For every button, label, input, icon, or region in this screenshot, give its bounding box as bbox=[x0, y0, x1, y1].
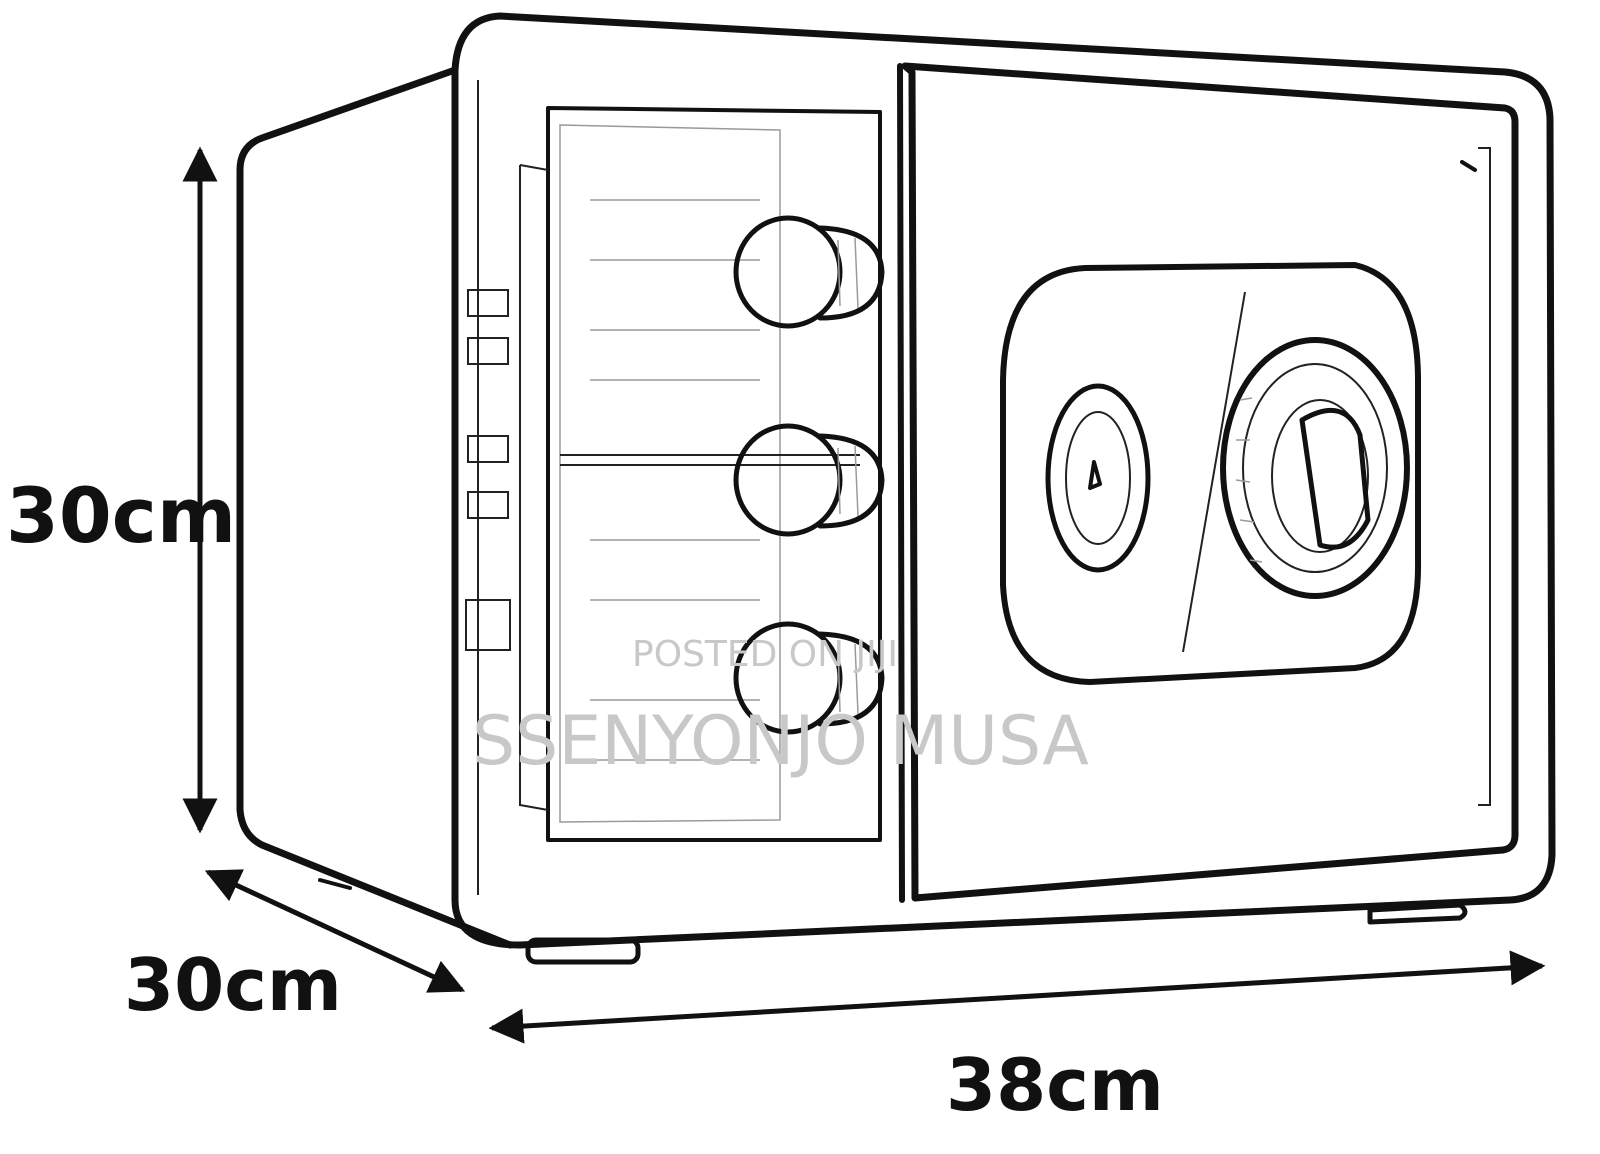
locking-bolt-middle bbox=[733, 423, 885, 537]
safe-body bbox=[236, 12, 1556, 965]
width-label: 38cm bbox=[946, 1043, 1164, 1127]
interior-cavity bbox=[519, 106, 882, 842]
watermark-posted-on: POSTED ON JIJI bbox=[632, 634, 898, 675]
key-lock-icon bbox=[1045, 383, 1151, 573]
hinge-strip bbox=[465, 289, 511, 651]
combination-dial-icon bbox=[1220, 337, 1410, 599]
lock-panel bbox=[1000, 262, 1422, 685]
width-arrow bbox=[488, 950, 1546, 1044]
watermark-seller-name: SSENYONJO MUSA bbox=[472, 702, 1089, 781]
depth-arrow bbox=[204, 869, 466, 993]
locking-bolt-bottom bbox=[733, 621, 885, 735]
locking-bolt-top bbox=[733, 215, 885, 329]
safe-door bbox=[897, 62, 1519, 903]
height-label: 30cm bbox=[6, 471, 236, 560]
depth-label: 30cm bbox=[124, 943, 342, 1027]
